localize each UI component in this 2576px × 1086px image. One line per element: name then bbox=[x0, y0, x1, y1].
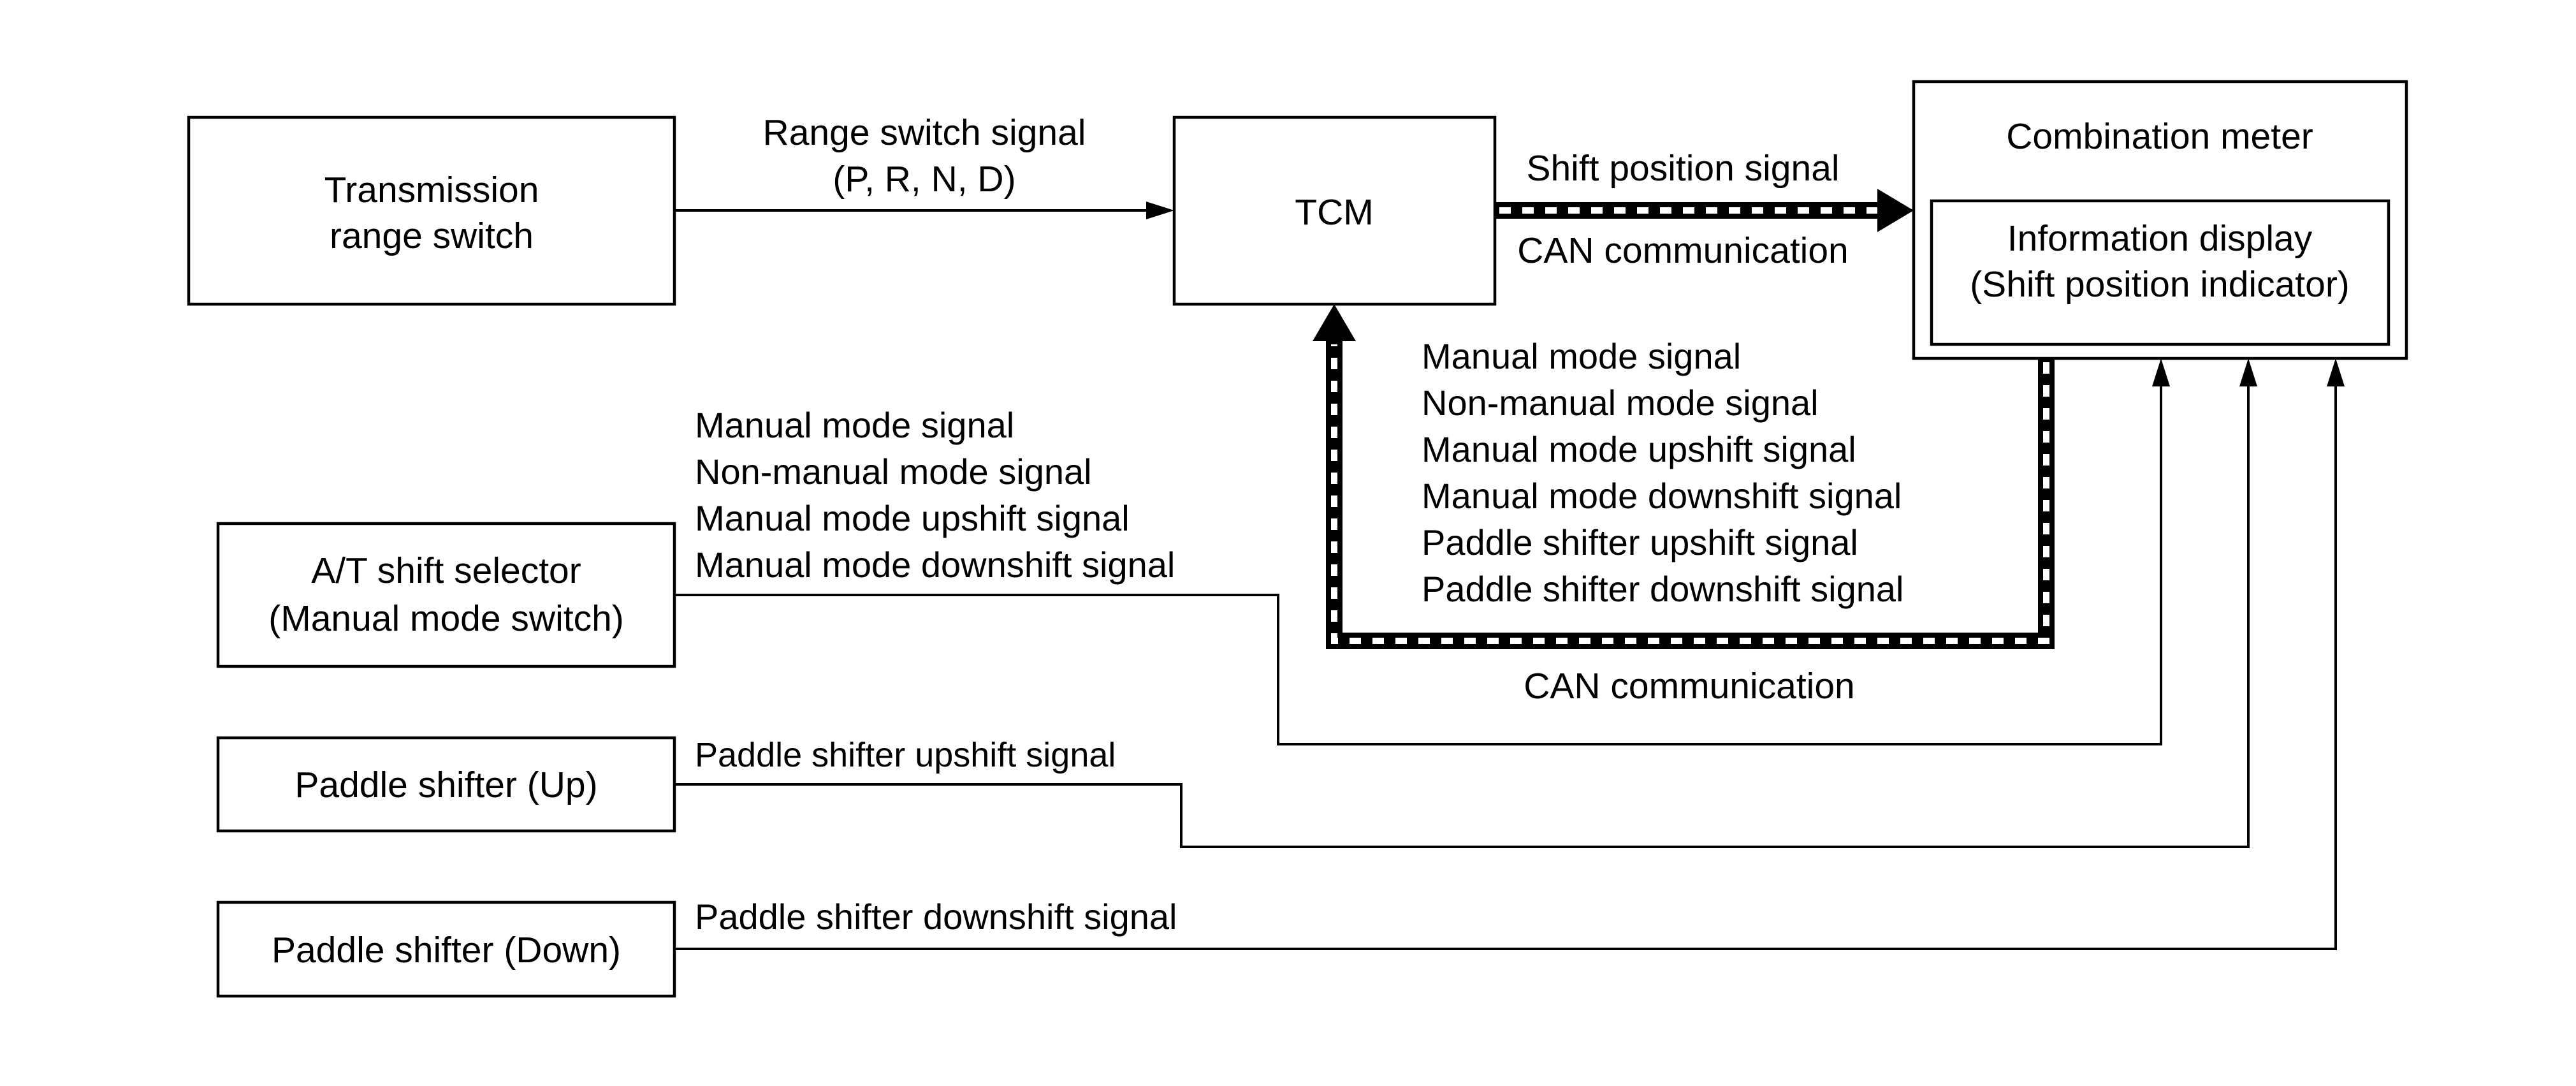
range-switch-signal-label-line2: (P, R, N, D) bbox=[833, 159, 1015, 200]
selector-to-meter-connector bbox=[674, 358, 2170, 745]
paddle-shifter-up-label: Paddle shifter (Up) bbox=[295, 765, 597, 805]
paddle-down-connector bbox=[674, 358, 2345, 950]
paddle-down-signal-label: Paddle shifter downshift signal bbox=[695, 897, 1177, 937]
paddle-shifter-up-box: Paddle shifter (Up) bbox=[216, 736, 676, 833]
transmission-range-switch-box: Transmission range switch bbox=[187, 115, 676, 306]
paddle-shifter-down-label: Paddle shifter (Down) bbox=[272, 930, 621, 971]
shift-position-signal-label: Shift position signal bbox=[1526, 148, 1839, 189]
meter-to-tcm-signal-1: Manual mode signal bbox=[1422, 336, 1741, 376]
transmission-range-switch-label-line1: Transmission bbox=[324, 170, 539, 210]
tcm-label: TCM bbox=[1295, 192, 1373, 233]
selector-signal-4: Manual mode downshift signal bbox=[695, 545, 1175, 585]
meter-to-tcm-signal-5: Paddle shifter upshift signal bbox=[1422, 522, 1858, 562]
at-shift-selector-box: A/T shift selector (Manual mode switch) bbox=[216, 522, 676, 668]
can-bus-to-tcm-arrowhead bbox=[1313, 304, 1356, 341]
can-bus-to-meter-arrowhead bbox=[1877, 189, 1914, 232]
paddle-down-arrowhead bbox=[2327, 358, 2345, 386]
can-bus-tcm-to-meter bbox=[1495, 189, 1914, 232]
range-switch-connector bbox=[674, 202, 1174, 219]
combination-meter-label: Combination meter bbox=[2006, 116, 2313, 157]
meter-to-tcm-signal-2: Non-manual mode signal bbox=[1422, 383, 1819, 423]
selector-signal-1: Manual mode signal bbox=[695, 405, 1014, 445]
selector-to-meter-arrowhead bbox=[2152, 358, 2170, 386]
paddle-shifter-down-box: Paddle shifter (Down) bbox=[216, 900, 676, 998]
can-bus-meter-to-tcm bbox=[1313, 304, 2055, 649]
range-switch-arrowhead bbox=[1146, 202, 1174, 219]
tcm-box: TCM bbox=[1172, 115, 1497, 306]
at-shift-selector-label-line2: (Manual mode switch) bbox=[268, 598, 624, 639]
meter-to-tcm-signal-6: Paddle shifter downshift signal bbox=[1422, 569, 1903, 609]
meter-to-tcm-signal-3: Manual mode upshift signal bbox=[1422, 429, 1856, 469]
selector-signal-2: Non-manual mode signal bbox=[695, 451, 1092, 492]
transmission-range-switch-label-line2: range switch bbox=[330, 216, 534, 256]
at-shift-selector-label-line1: A/T shift selector bbox=[311, 550, 581, 591]
information-display-box: Information display (Shift position indi… bbox=[1930, 199, 2390, 346]
paddle-up-signal-label: Paddle shifter upshift signal bbox=[695, 736, 1116, 774]
paddle-up-connector bbox=[674, 358, 2257, 848]
range-switch-signal-label-line1: Range switch signal bbox=[763, 112, 1086, 153]
meter-to-tcm-signal-4: Manual mode downshift signal bbox=[1422, 476, 1902, 516]
can-communication-label-top: CAN communication bbox=[1517, 230, 1849, 271]
can-communication-label-bottom: CAN communication bbox=[1524, 666, 1855, 707]
paddle-up-arrowhead bbox=[2239, 358, 2257, 386]
information-display-label-line1: Information display bbox=[2007, 218, 2313, 259]
information-display-label-line2: (Shift position indicator) bbox=[1970, 264, 2350, 305]
selector-signal-3: Manual mode upshift signal bbox=[695, 498, 1130, 538]
